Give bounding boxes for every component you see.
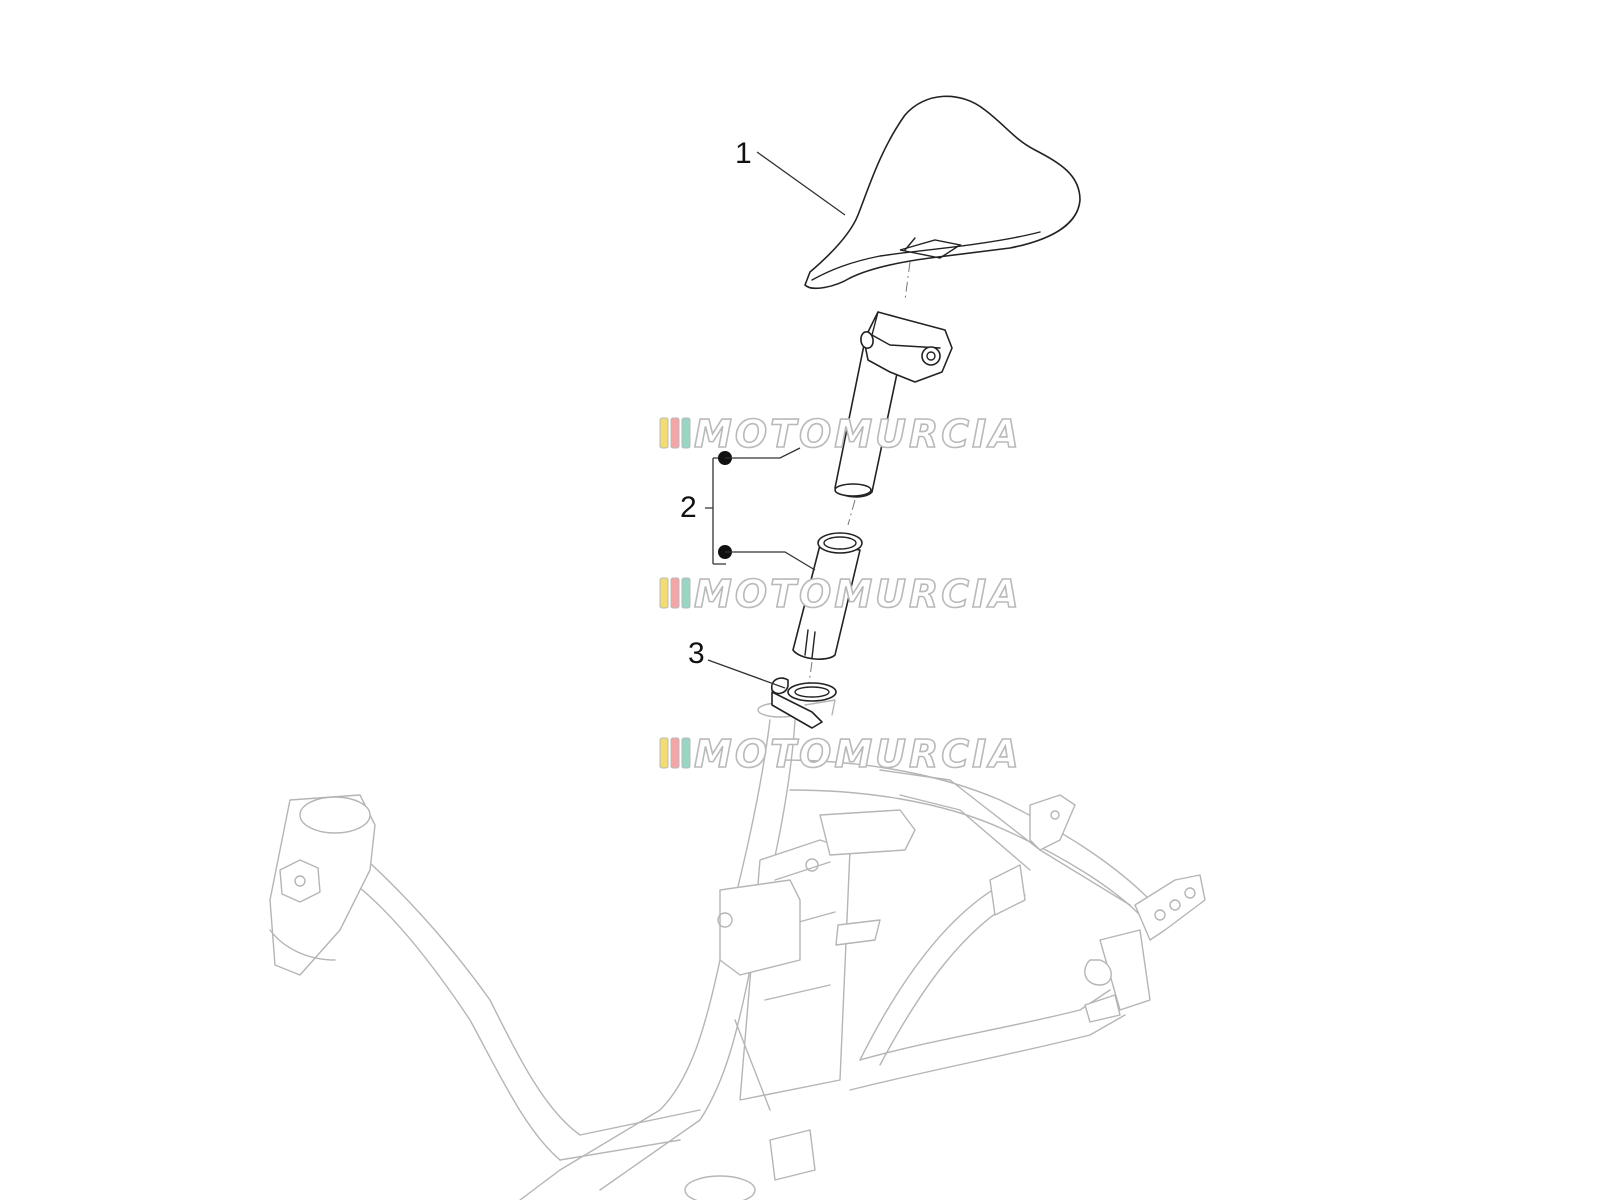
- watermark-stripe: [659, 417, 669, 449]
- bike-frame: [269, 699, 1206, 1200]
- watermark-text: MOTOMURCIA: [694, 572, 1022, 616]
- callout-2: 2: [680, 491, 697, 524]
- watermark-stripe: [659, 577, 669, 609]
- watermark-stripe: [670, 417, 680, 449]
- callout-1: 1: [735, 137, 752, 170]
- watermark-2: MOTOMURCIA: [659, 571, 1022, 617]
- watermark-stripe: [681, 417, 691, 449]
- callout-3-group: 3: [688, 637, 786, 689]
- assembly-axis-2: [847, 499, 856, 526]
- watermark-stripe: [670, 577, 680, 609]
- saddle: [804, 95, 1081, 290]
- assembly-axis: [904, 261, 911, 301]
- seat-post: [834, 311, 953, 498]
- callout-2-group: 2: [680, 447, 816, 571]
- watermark-3: MOTOMURCIA: [659, 731, 1022, 777]
- watermark-stripe: [670, 737, 680, 769]
- leader-line-2b: [725, 551, 816, 571]
- watermark-1: MOTOMURCIA: [659, 411, 1022, 457]
- leader-line-1: [756, 151, 846, 216]
- callout-1-group: 1: [735, 137, 846, 216]
- watermark-text: MOTOMURCIA: [694, 412, 1022, 456]
- leader-line-3: [707, 659, 786, 689]
- watermark-stripe: [659, 737, 669, 769]
- callout-3: 3: [688, 637, 705, 670]
- bracket-2: [705, 457, 726, 565]
- watermark-stripe: [681, 577, 691, 609]
- watermark-text: MOTOMURCIA: [694, 732, 1022, 776]
- leader-line-2a: [725, 447, 801, 459]
- watermark-stripe: [681, 737, 691, 769]
- seat-sleeve: [792, 532, 863, 660]
- seat-clamp: [770, 677, 837, 729]
